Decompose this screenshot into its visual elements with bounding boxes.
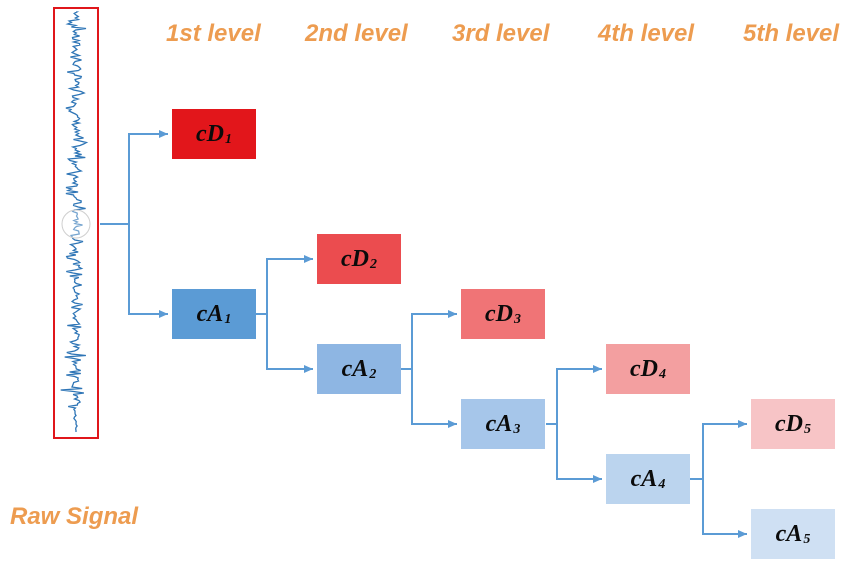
- level-2-header: 2nd level: [305, 20, 408, 47]
- raw-signal-box: [53, 7, 99, 439]
- arrow-to-cD2: [266, 255, 313, 314]
- level-5-header: 5th level: [743, 20, 840, 47]
- arrow-to-cA3: [411, 369, 457, 428]
- raw-signal-label: Raw Signal: [10, 503, 139, 530]
- signal-trace: [60, 11, 89, 432]
- arrow-to-cD1: [128, 130, 168, 224]
- level-1-header: 1st level: [166, 20, 261, 47]
- level-4-header: 4th level: [598, 20, 695, 47]
- arrow-to-cD3: [411, 310, 457, 369]
- arrow-to-cA1: [128, 224, 168, 318]
- arrow-to-cA4: [556, 424, 602, 483]
- arrow-to-cA5: [702, 479, 747, 538]
- level-3-header: 3rd level: [452, 20, 550, 47]
- arrow-to-cD5: [702, 420, 747, 479]
- arrow-to-cD4: [556, 365, 602, 424]
- arrow-to-cA2: [266, 314, 313, 373]
- signal-marker: [61, 209, 91, 239]
